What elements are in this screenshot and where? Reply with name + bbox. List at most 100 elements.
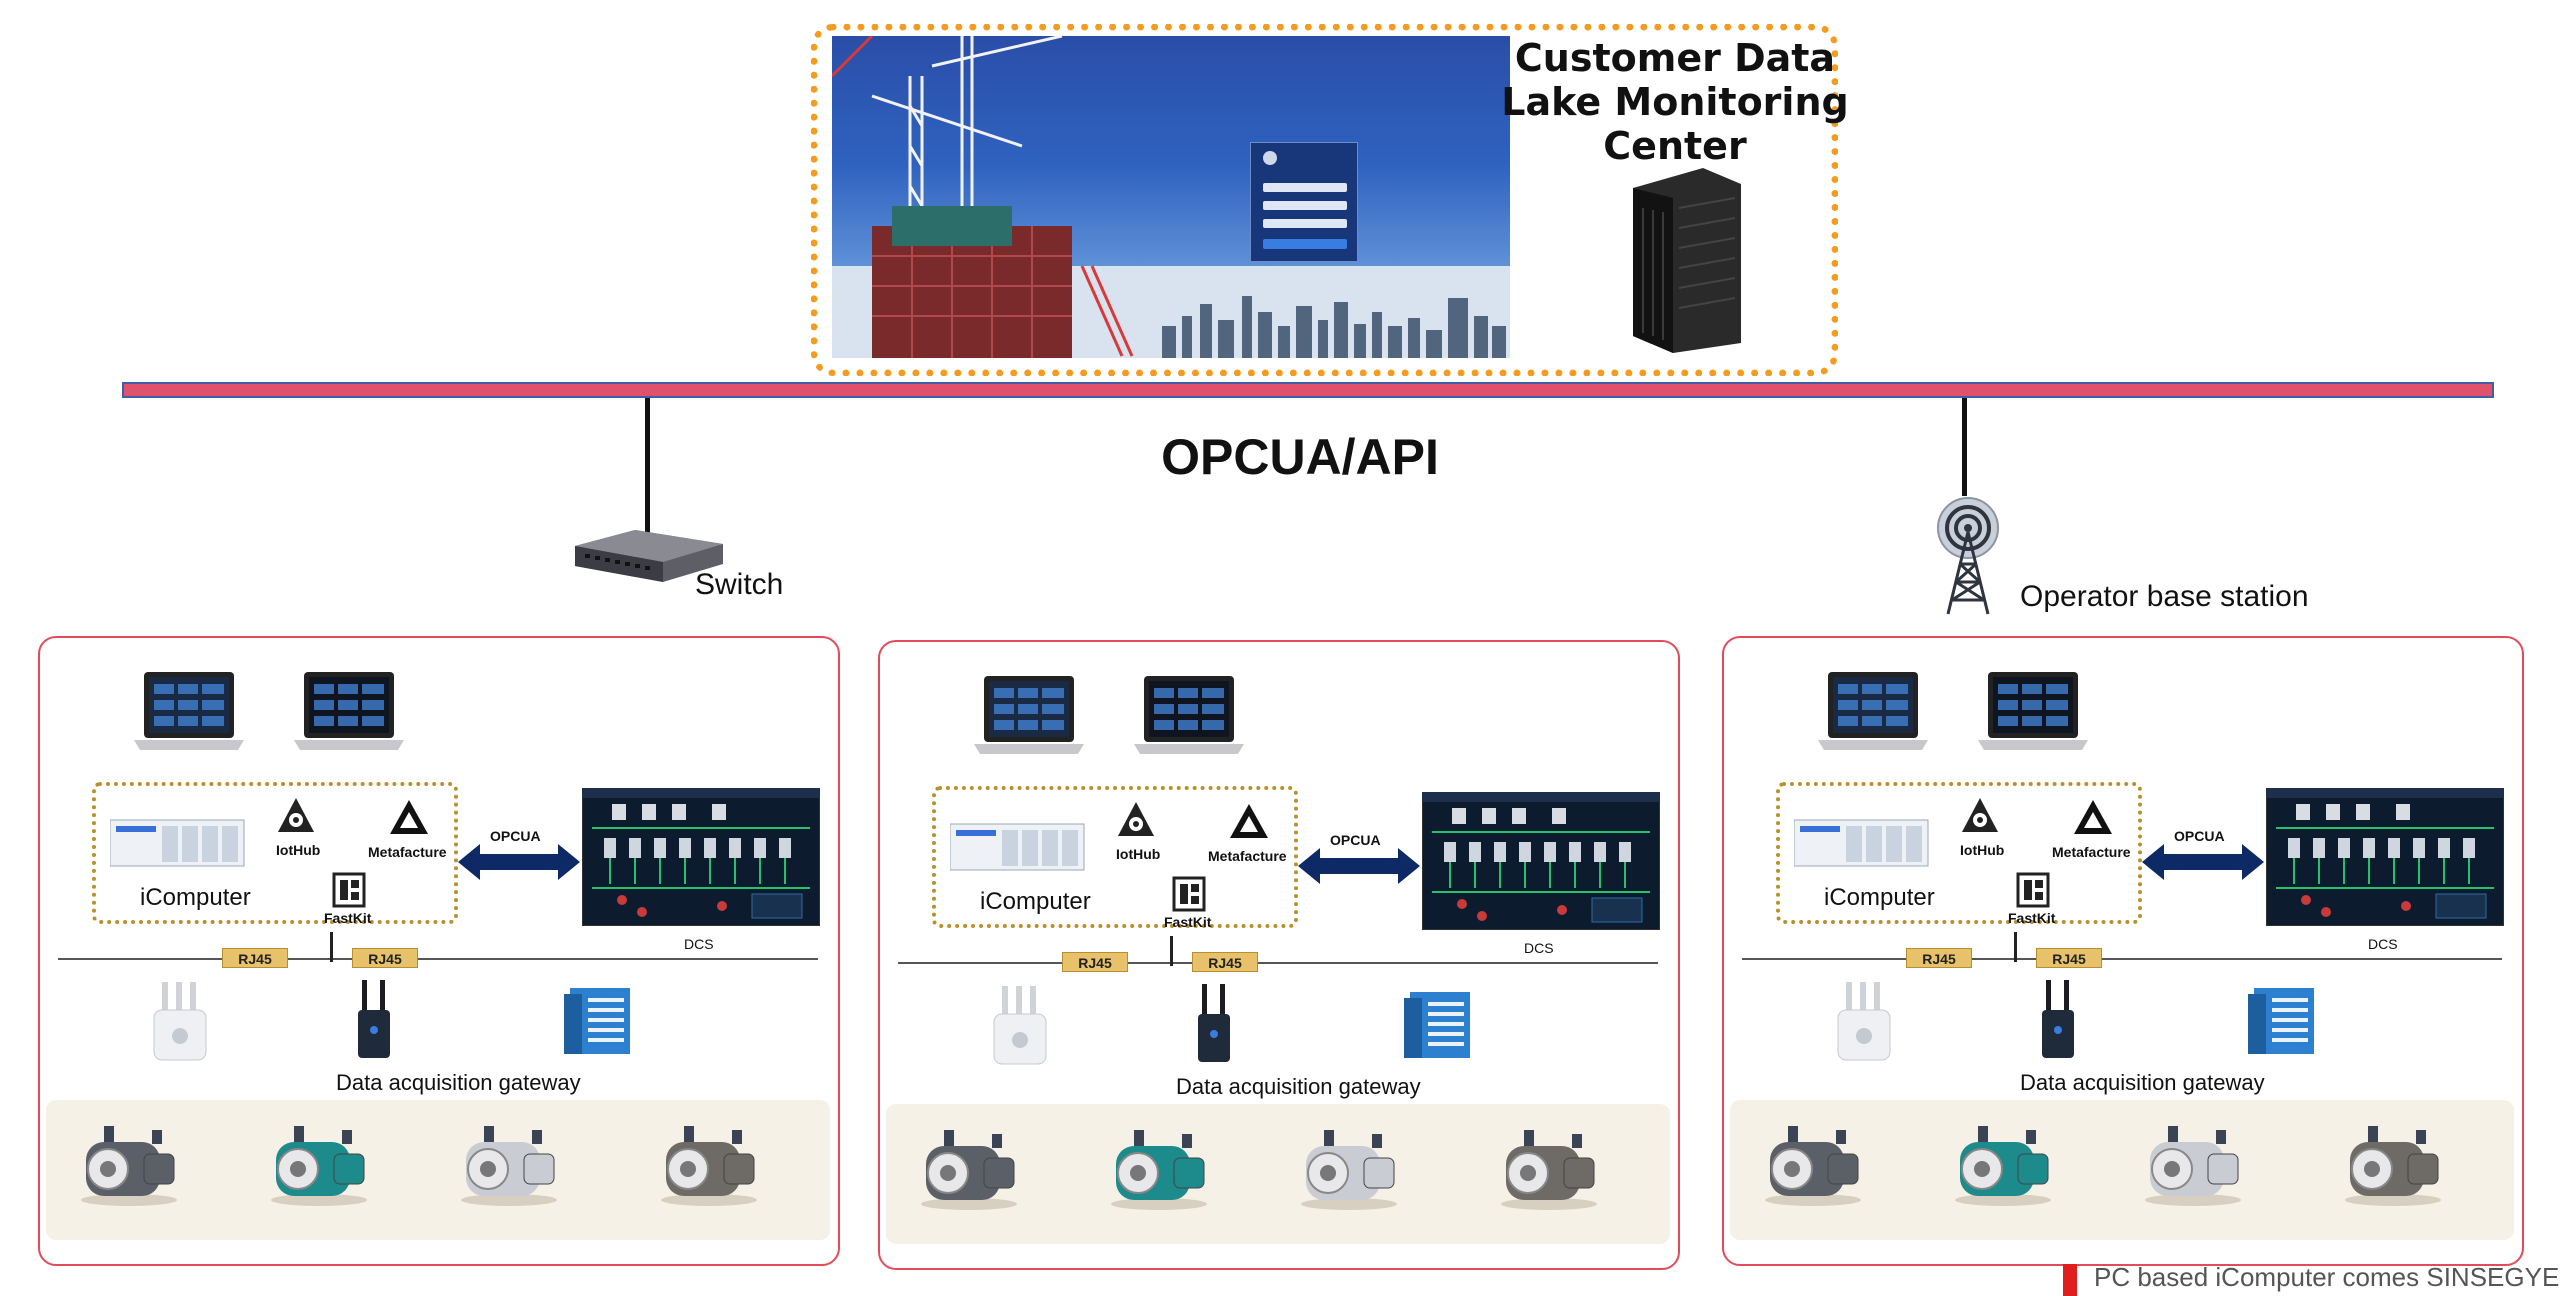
icomputer-box xyxy=(932,786,1298,928)
iothub-icon xyxy=(276,796,316,836)
dcs-screen xyxy=(2265,787,2505,927)
icomputer-box xyxy=(1776,782,2142,924)
dcs-screen xyxy=(581,787,821,927)
metafacture-icon xyxy=(388,798,430,838)
pump-icon xyxy=(1948,1120,2058,1210)
base-station-label: Operator base station xyxy=(2020,580,2309,613)
4g-router-icon xyxy=(1194,984,1234,1064)
metafacture-icon xyxy=(2072,798,2114,838)
login-panel xyxy=(1250,142,1358,262)
wireless-gateway-icon xyxy=(148,982,212,1064)
rj45-tag-2: RJ45 xyxy=(1192,952,1258,972)
bus-label: OPCUA/API xyxy=(1161,429,1439,485)
icomputer-device-icon xyxy=(109,816,250,870)
motor-icon xyxy=(2138,1120,2248,1210)
blower-icon xyxy=(74,1120,184,1210)
rj45-tag-1: RJ45 xyxy=(1062,952,1128,972)
fieldbus-line xyxy=(898,962,1658,964)
iothub-label: IotHub xyxy=(276,842,321,858)
gateway-label: Data acquisition gateway xyxy=(336,1070,581,1095)
laptop-icon xyxy=(294,670,404,754)
metafacture-label: Metafacture xyxy=(368,844,447,860)
server-rack-icon xyxy=(1623,168,1741,353)
laptop-icon xyxy=(1978,670,2088,754)
monitoring-login-screen xyxy=(832,36,1510,358)
dcs-screen xyxy=(1421,791,1661,931)
data-lake-title-line-1: Customer Data xyxy=(1514,36,1836,80)
4g-router-icon xyxy=(2038,980,2078,1060)
switch-label: Switch xyxy=(695,568,784,601)
io-module-icon xyxy=(2248,988,2316,1058)
icomputer-drop-line xyxy=(1170,936,1173,966)
base-station-tower-icon xyxy=(1930,496,2006,620)
username-input[interactable] xyxy=(1263,183,1347,192)
data-lake-title-line-2: Lake Monitoring xyxy=(1501,80,1849,124)
rj45-tag-2: RJ45 xyxy=(2036,948,2102,968)
base-station-link-line xyxy=(1962,398,1967,496)
fastkit-icon xyxy=(1172,876,1206,912)
gateway-label: Data acquisition gateway xyxy=(1176,1074,1421,1099)
icomputer-label: iComputer xyxy=(140,884,251,911)
gearbox-icon xyxy=(654,1120,764,1210)
gearbox-icon xyxy=(1494,1124,1604,1214)
icomputer-device-icon xyxy=(1793,816,1934,870)
opcua-double-arrow xyxy=(2142,842,2264,882)
rj45-tag-2: RJ45 xyxy=(352,948,418,968)
opcua-label: OPCUA xyxy=(2174,828,2225,844)
opcua-double-arrow xyxy=(1298,846,1420,886)
fastkit-label: FastKit xyxy=(324,910,372,926)
rj45-tag-1: RJ45 xyxy=(1906,948,1972,968)
gateway-label: Data acquisition gateway xyxy=(2020,1070,2265,1095)
captcha-input[interactable] xyxy=(1263,219,1347,228)
fieldbus-line xyxy=(1742,958,2502,960)
construction-crane-background xyxy=(832,36,1510,358)
metafacture-label: Metafacture xyxy=(2052,844,2131,860)
wireless-gateway-icon xyxy=(988,986,1052,1068)
data-lake-title-line-3: Center xyxy=(1603,124,1747,168)
blower-icon xyxy=(914,1124,1024,1214)
laptop-icon xyxy=(1134,674,1244,758)
laptop-icon xyxy=(974,674,1084,758)
legend-marker xyxy=(2063,1264,2077,1296)
opcua-double-arrow xyxy=(458,842,580,882)
switch-link-line xyxy=(645,398,650,533)
dcs-label: DCS xyxy=(684,936,714,952)
network-switch-icon xyxy=(575,520,725,592)
opcua-api-bus xyxy=(122,382,2494,398)
icomputer-label: iComputer xyxy=(1824,884,1935,911)
metafacture-label: Metafacture xyxy=(1208,848,1287,864)
login-button[interactable] xyxy=(1263,239,1347,249)
iothub-label: IotHub xyxy=(1116,846,1161,862)
iothub-icon xyxy=(1960,796,2000,836)
blower-icon xyxy=(1758,1120,1868,1210)
opcua-label: OPCUA xyxy=(1330,832,1381,848)
rj45-tag-1: RJ45 xyxy=(222,948,288,968)
metafacture-icon xyxy=(1228,802,1270,842)
laptop-icon xyxy=(134,670,244,754)
password-input[interactable] xyxy=(1263,201,1347,210)
icomputer-device-icon xyxy=(949,820,1090,874)
gearbox-icon xyxy=(2338,1120,2448,1210)
io-module-icon xyxy=(1404,992,1472,1062)
fastkit-label: FastKit xyxy=(1164,914,1212,930)
fastkit-label: FastKit xyxy=(2008,910,2056,926)
dcs-label: DCS xyxy=(1524,940,1554,956)
icomputer-drop-line xyxy=(330,932,333,962)
iothub-icon xyxy=(1116,800,1156,840)
io-module-icon xyxy=(564,988,632,1058)
motor-icon xyxy=(454,1120,564,1210)
laptop-icon xyxy=(1818,670,1928,754)
dcs-label: DCS xyxy=(2368,936,2398,952)
logo-icon xyxy=(1263,151,1277,165)
icomputer-label: iComputer xyxy=(980,888,1091,915)
wireless-gateway-icon xyxy=(1832,982,1896,1064)
fieldbus-line xyxy=(58,958,818,960)
opcua-label: OPCUA xyxy=(490,828,541,844)
motor-icon xyxy=(1294,1124,1404,1214)
icomputer-drop-line xyxy=(2014,932,2017,962)
4g-router-icon xyxy=(354,980,394,1060)
data-lake-monitoring-center-box xyxy=(811,24,1838,376)
